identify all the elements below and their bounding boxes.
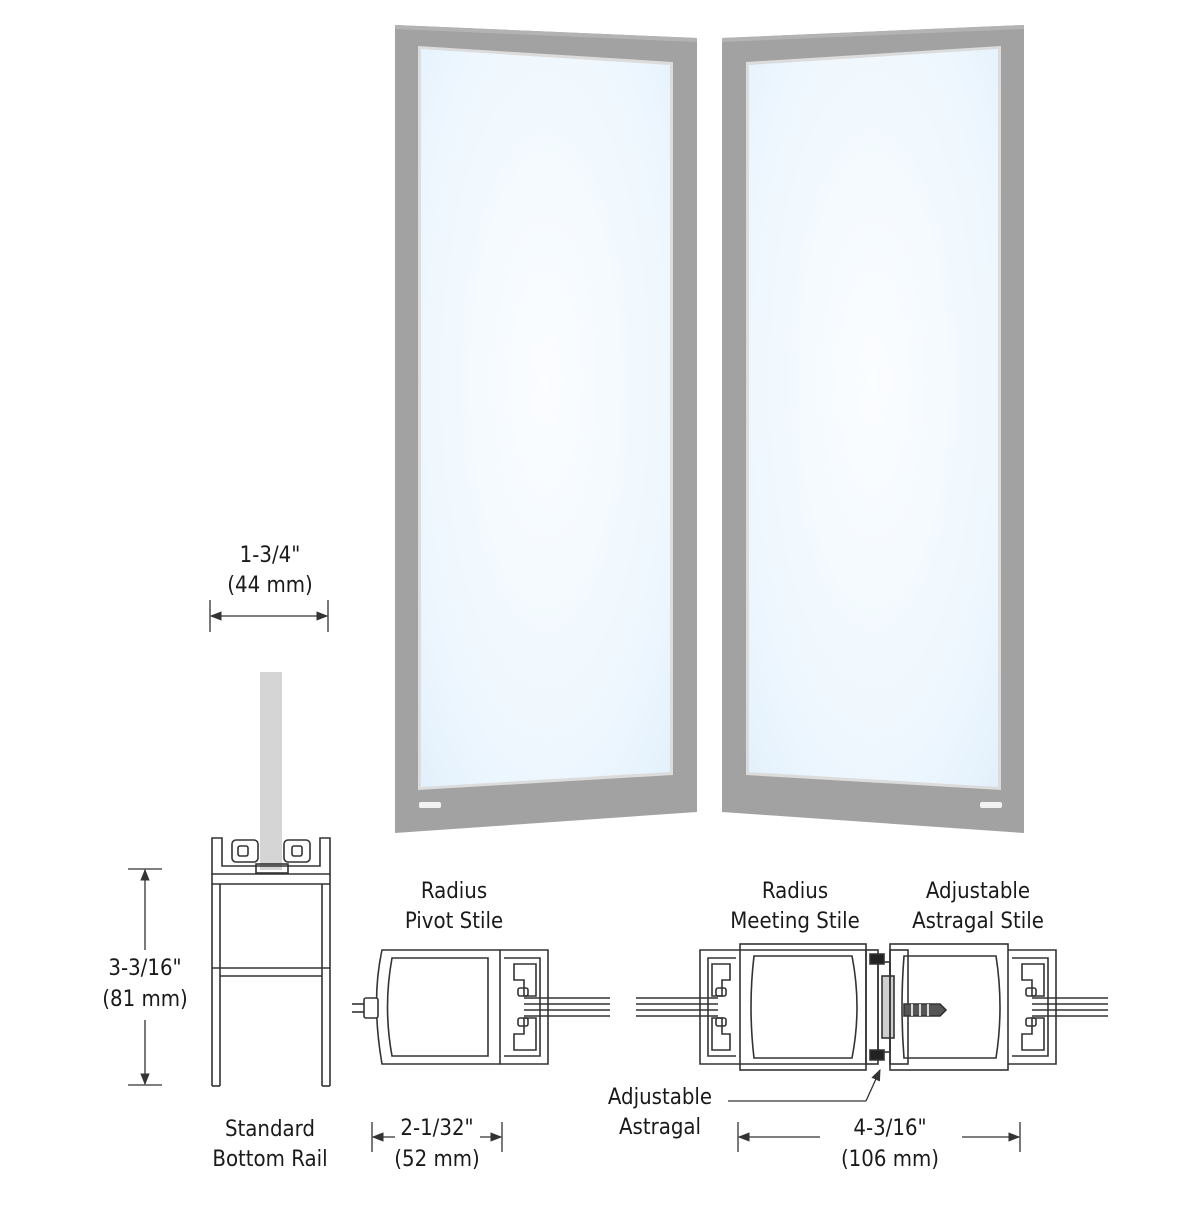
rail-height-mm: (81 mm) [102, 987, 187, 1012]
bottom-rail-section [211, 672, 331, 1087]
meeting-width-dimension: 4-3/16" (106 mm) [737, 1116, 1021, 1172]
pivot-stile-section [352, 949, 610, 1065]
astragal-label-line1: Adjustable [608, 1085, 712, 1110]
left-door-panel [395, 25, 697, 833]
left-glass [421, 49, 670, 787]
astragal-leader [728, 1068, 881, 1102]
rail-width-inch: 1-3/4" [240, 543, 301, 568]
astragal-label-line2: Astragal [619, 1115, 701, 1140]
left-door-pivot-marker [419, 802, 441, 808]
right-glass [749, 49, 998, 787]
rail-height-dimension: 3-3/16" (81 mm) [102, 868, 188, 1086]
right-door-panel [722, 25, 1024, 833]
meeting-width-mm: (106 mm) [841, 1147, 939, 1172]
bottom-rail-glass [260, 672, 282, 870]
rail-width-dimension: 1-3/4" (44 mm) [209, 543, 329, 632]
pivot-width-mm: (52 mm) [394, 1147, 479, 1172]
right-door-pivot-marker [980, 802, 1002, 808]
meeting-stile-label-line2: Meeting Stile [730, 909, 860, 934]
bottom-rail-label-line1: Standard [225, 1117, 315, 1142]
meeting-width-inch: 4-3/16" [853, 1116, 926, 1141]
meeting-stile-section [636, 943, 1108, 1071]
bottom-rail-label-line2: Bottom Rail [212, 1147, 327, 1172]
rail-height-inch: 3-3/16" [108, 956, 181, 981]
astragal-stile-label-line2: Astragal Stile [912, 909, 1044, 934]
pivot-width-dimension: 2-1/32" (52 mm) [371, 1116, 503, 1172]
pivot-stile-label-line2: Pivot Stile [405, 909, 503, 934]
rail-width-mm: (44 mm) [227, 573, 312, 598]
astragal-stile-label-line1: Adjustable [926, 879, 1030, 904]
pivot-width-inch: 2-1/32" [400, 1116, 473, 1141]
meeting-stile-label-line1: Radius [762, 879, 828, 904]
pivot-stile-label-line1: Radius [421, 879, 487, 904]
